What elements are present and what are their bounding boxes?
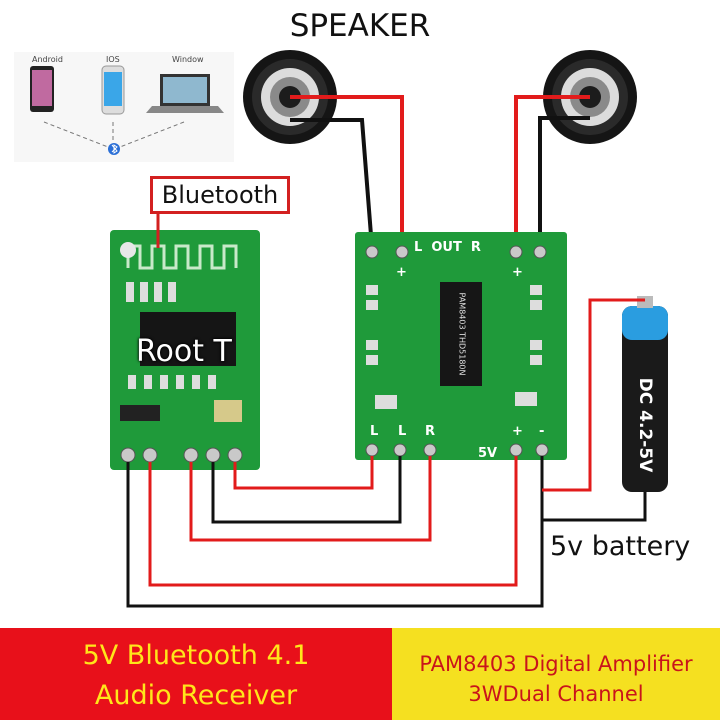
wire-battery-plus [542,298,645,492]
wire-right-speaker-red [514,95,590,248]
banner-right-line1: PAM8403 Digital Amplifier [419,652,693,676]
devices-panel [14,52,234,162]
amp-plus-left: + [396,265,407,280]
banner-right-line2: 3WDual Channel [468,682,644,706]
wire-right-speaker-black [538,116,590,248]
device-label-ios: IOS [106,55,120,64]
bluetooth-label: Bluetooth [150,176,290,214]
banner-left-line1: 5V Bluetooth 4.1 [82,640,310,671]
wire-left-speaker-black [290,118,374,249]
watermark-text: Root T [136,334,232,369]
wire-audio-left [189,456,432,542]
amp-l2-label: L [398,424,407,439]
wire-audio-ground [211,456,402,524]
device-label-android: Android [32,55,63,64]
wire-power-plus [148,456,518,587]
banner-left-line2: Audio Receiver [94,680,298,711]
amp-plus-power: + [512,424,523,439]
amp-plus-right: + [512,265,523,280]
amp-minus-power: - [539,424,545,439]
amp-5v-label: 5V [478,446,498,461]
battery-icon [622,296,668,492]
amplifier-module [355,232,567,460]
amp-out-label: L OUT R [414,240,481,255]
wire-battery-minus [542,492,647,522]
wire-left-speaker-red [290,95,404,248]
chip-label: PAM8403 THD5180N [457,292,467,376]
battery-rating: DC 4.2-5V [635,377,655,473]
bluetooth-module [110,230,260,470]
wire-power-ground [126,456,544,608]
speaker-title: SPEAKER [289,8,431,44]
amp-l1-label: L [370,424,379,439]
device-label-window: Window [172,55,204,64]
amp-r-label: R [425,424,436,439]
wire-audio-right [233,456,374,490]
battery-label: 5v battery [548,531,693,562]
banner-left [0,628,392,720]
banner-right [392,628,720,720]
